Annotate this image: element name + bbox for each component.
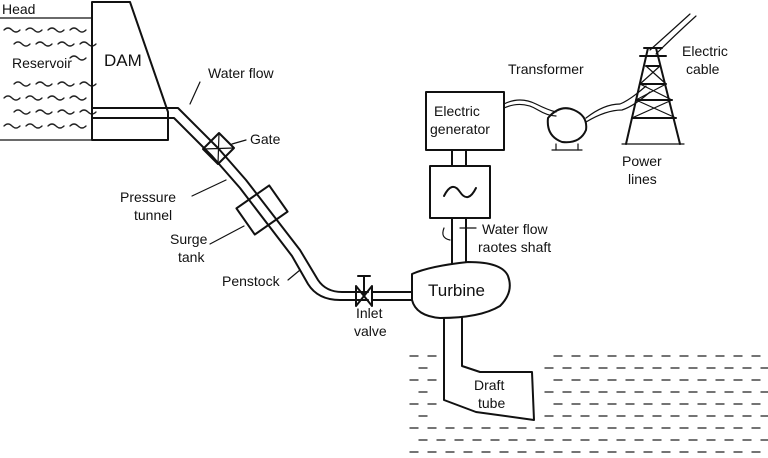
reservoir-label: Reservoir — [12, 55, 72, 71]
gen-cable-1 — [503, 99, 557, 113]
dam-body — [91, 1, 169, 141]
water-flow-shaft-label: Water flow — [482, 221, 548, 237]
reservoir-wave — [13, 41, 31, 47]
tunnel-label: tunnel — [134, 207, 172, 223]
transformer — [546, 107, 588, 151]
reservoir-wave — [35, 109, 53, 115]
reservoir-wave — [57, 81, 75, 87]
penstock-label: Penstock — [222, 273, 281, 289]
surge-label: Surge — [170, 231, 208, 247]
reservoir-wave — [47, 123, 65, 129]
reservoir-wave — [25, 123, 43, 129]
electric-cable-2 — [655, 15, 697, 55]
inlet-valve — [355, 275, 373, 307]
reservoir-wave — [47, 27, 65, 33]
reservoir-wave — [13, 81, 31, 87]
dam-label: DAM — [104, 51, 142, 70]
tailrace-water — [409, 355, 768, 453]
head-label: Head — [2, 1, 35, 17]
reservoir-wave — [25, 27, 43, 33]
leader-surge-tank — [209, 225, 245, 245]
valve-to-turbine-pipe — [371, 291, 413, 301]
gen-cable-2 — [503, 103, 557, 117]
electric-cable-1 — [649, 13, 691, 51]
reservoir-wave — [69, 123, 87, 129]
tunnel-upper-wall — [169, 107, 369, 293]
transformer-label: Transformer — [508, 61, 584, 77]
pressure-label: Pressure — [120, 189, 176, 205]
surge-tank — [235, 184, 289, 236]
lines-label: lines — [628, 171, 657, 187]
turbine-label: Turbine — [428, 281, 485, 300]
valve-label: valve — [354, 323, 387, 339]
reservoir-wave — [79, 81, 97, 87]
leader-gate — [231, 139, 247, 145]
rotates-shaft-label: raotes shaft — [478, 239, 551, 255]
reservoir-wave — [3, 27, 21, 33]
tube-label: tube — [478, 395, 505, 411]
turbine-casing — [411, 261, 511, 319]
reservoir-wave — [35, 81, 53, 87]
draft-label: Draft — [474, 377, 504, 393]
reservoir-wave — [25, 95, 43, 101]
inlet-label: Inlet — [356, 305, 383, 321]
power-label: Power — [622, 153, 662, 169]
tunnel-lower-wall — [167, 117, 369, 301]
reservoir-wave — [13, 109, 31, 115]
electric-cable-label-1: Electric — [682, 43, 728, 59]
reservoir-wave — [47, 95, 65, 101]
electric-cable-label-2: cable — [686, 61, 720, 77]
reservoir-wave — [35, 41, 53, 47]
reservoir-wave — [57, 109, 75, 115]
water-flow-label: Water flow — [208, 65, 274, 81]
shaft-rotation-arrow — [442, 227, 451, 241]
reservoir-water — [3, 27, 97, 129]
reservoir-wave — [79, 109, 97, 115]
reservoir-wave — [69, 55, 87, 61]
reservoir-wave — [3, 95, 21, 101]
gate-label: Gate — [250, 131, 281, 147]
power-lines-tower — [621, 47, 685, 145]
reservoir-wave — [3, 123, 21, 129]
electric-gen-label: Electric — [434, 103, 480, 119]
leader-penstock — [287, 269, 301, 281]
leader-water-flow — [189, 81, 201, 105]
reservoir-wave — [69, 27, 87, 33]
draft-tube — [443, 317, 535, 421]
gate — [202, 132, 235, 165]
reservoir-wave — [79, 41, 97, 47]
tank-label: tank — [178, 249, 205, 265]
ac-symbol-icon — [443, 185, 477, 199]
ac-unit-box — [429, 165, 491, 219]
generator-label: generator — [430, 121, 490, 137]
reservoir-wave — [57, 41, 75, 47]
reservoir-wave — [69, 95, 87, 101]
leader-pressure-tunnel — [191, 179, 227, 197]
